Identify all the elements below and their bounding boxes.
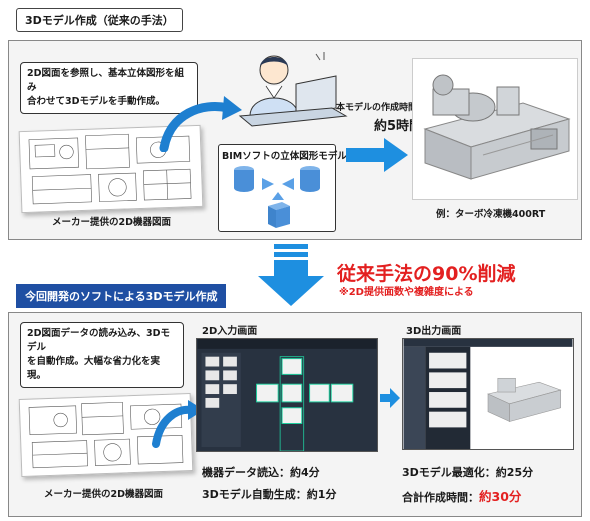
right-arrow-icon xyxy=(346,138,408,172)
new-software-callout: 2D図面データの読み込み、3Dモデル を自動作成。大幅な省力化を実現。 xyxy=(20,322,184,388)
curved-arrow-icon xyxy=(159,96,242,152)
stat-data-read: 機器データ読込：約4分 xyxy=(202,466,320,479)
creation-time-value: 約5時間 xyxy=(374,119,423,134)
callout-line: 2D図面を参照し、基本立体図形を組み xyxy=(27,68,184,93)
output-screen-content-icon xyxy=(403,339,573,449)
creation-time-label: 本モデルの作成時間 xyxy=(336,103,418,113)
blueprint-caption: メーカー提供の2D機器図面 xyxy=(44,489,163,500)
stat-total: 合計作成時間：約30分 xyxy=(402,486,521,505)
output-screen xyxy=(402,338,574,450)
reduction-note: ※2D提供面数や複雑度による xyxy=(339,287,474,298)
stat-optimize: 3Dモデル最適化：約25分 xyxy=(402,466,534,479)
worker-at-laptop-icon xyxy=(238,52,348,127)
turbo-chiller-image xyxy=(412,58,578,200)
reduction-headline: 従来手法の90%削減 xyxy=(337,263,516,285)
stat-total-value: 約30分 xyxy=(479,489,522,504)
cylinder-shape-icon xyxy=(300,166,320,192)
callout-line: を自動作成。大幅な省力化を実現。 xyxy=(27,356,161,381)
stat-total-label: 合計作成時間： xyxy=(402,491,479,504)
turbo-chiller-machine-icon xyxy=(423,74,571,180)
input-screen xyxy=(196,338,378,452)
input-screen-content-icon xyxy=(197,339,377,452)
conventional-callout: 2D図面を参照し、基本立体図形を組み 合わせて3Dモデルを手動作成。 xyxy=(20,62,198,114)
callout-line: 2D図面データの読み込み、3Dモデル xyxy=(27,328,170,353)
blueprint-drawing-lines-icon xyxy=(28,133,192,205)
blueprint-2d-drawing xyxy=(18,393,194,477)
output-screen-title: 3D出力画面 xyxy=(406,326,462,337)
down-arrow-icon xyxy=(258,244,324,306)
section-header-conventional: 3Dモデル作成（従来の手法） xyxy=(16,8,183,32)
bim-box-title: BIMソフトの立体図形モデル xyxy=(222,151,347,162)
blueprint-caption: メーカー提供の2D機器図面 xyxy=(52,217,171,228)
machine-caption: 例：ターボ冷凍機400RT xyxy=(436,209,546,220)
blueprint-drawing-lines-icon xyxy=(28,401,184,469)
callout-line: 合わせて3Dモデルを手動作成。 xyxy=(27,96,165,107)
section-header-new-software: 今回開発のソフトによる3Dモデル作成 xyxy=(16,284,227,308)
cylinder-shape-icon xyxy=(234,166,254,192)
box-shape-icon xyxy=(268,202,290,228)
blueprint-2d-drawing xyxy=(18,124,204,214)
input-screen-title: 2D入力画面 xyxy=(202,326,258,337)
basic-shapes-icon xyxy=(234,166,320,228)
stat-auto-generate: 3Dモデル自動生成：約1分 xyxy=(202,488,337,501)
right-arrow-icon xyxy=(380,388,400,408)
